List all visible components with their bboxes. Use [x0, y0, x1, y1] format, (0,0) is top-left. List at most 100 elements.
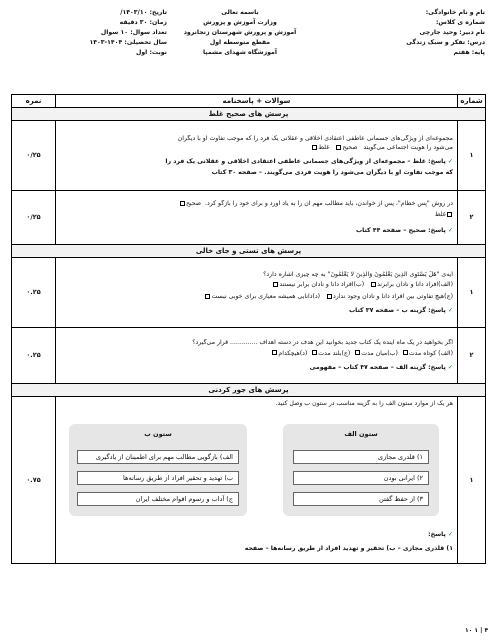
question-number: ۱ — [457, 120, 486, 191]
question-text: مجموعه‌ای از ویژگی‌های جسمانی عاطفی اعتق… — [177, 134, 453, 142]
answer-text: ✓پاسخ: گزینه الف – صفحه ۴۷ کتاب – مفهومی — [309, 364, 453, 372]
section-title: پرسش های جور کردنی — [11, 383, 486, 397]
option-c-checkbox[interactable] — [326, 293, 332, 299]
grade-level: پایه: هفتم — [453, 49, 485, 56]
question-text: اگر بخواهید در یک ماه آینده یک کتاب جدید… — [192, 338, 453, 346]
column-a-item-3[interactable]: ۳) از حفظ گفتن — [293, 491, 429, 506]
table-row: ۱ آیه‌ی "هَلْ یَسْتَوِی الَّذِینَ یَعْلَ… — [11, 257, 486, 328]
column-a-group: ستون الف ۱) قلدری مجازی ۲) ایرانی بودن ۳… — [283, 423, 439, 516]
question-text: هر یک از موارد ستون الف را به گزینه مناس… — [275, 400, 453, 407]
question-text-cont: می‌شود را هویت اجتماعی می‌گویند صحیح غلط — [60, 144, 453, 152]
option-c[interactable]: (ج)بلند مدت — [318, 349, 351, 357]
exam-duration: زمان: ۳۰ دقیقه — [119, 19, 167, 26]
true-checkbox[interactable] — [179, 200, 185, 206]
options-row: (الف)افراد دانا و نادان برابرند (ب)افراد… — [60, 281, 453, 289]
checkmark-icon: ✓ — [447, 158, 453, 165]
question-number: ۱ — [457, 257, 486, 328]
class-number-field[interactable]: شماره ی کلاس: — [435, 19, 485, 26]
false-checkbox[interactable] — [447, 211, 452, 217]
section-title: پرسش های تستی و جای خالی — [11, 244, 486, 258]
checkmark-icon: ✓ — [447, 306, 453, 314]
page-footer-mark: ۴ | ۱ ۱۰ — [465, 627, 489, 634]
question-text: در روش "پس خطام"، پس از خواندن، باید مطا… — [60, 200, 453, 208]
option-a-checkbox[interactable] — [402, 350, 408, 356]
district-name: آموزش و پرورش شهرستان زنجانرود — [183, 29, 297, 36]
question-score: ۰.۷۵ — [11, 396, 56, 564]
answer-text-cont: که موجب تفاوت او با دیگران می‌شود را هوی… — [211, 168, 453, 176]
answer-label: ✓پاسخ: — [428, 530, 453, 538]
true-checkbox[interactable] — [336, 144, 342, 150]
option-b-checkbox[interactable] — [273, 281, 279, 287]
teacher-name: نام دبیر: وحید جارچی — [419, 29, 485, 36]
question-score: ۰/۲۵ — [11, 190, 56, 245]
false-option-row: غلط — [60, 211, 453, 219]
column-a-title: ستون الف — [344, 429, 378, 438]
number-column-header: شماره — [457, 94, 486, 108]
exam-term: نوبت: اول — [135, 49, 167, 56]
question-text: آیه‌ی "هَلْ یَسْتَوِی الَّذِینَ یَعْلَمُ… — [263, 270, 453, 278]
question-content: آیه‌ی "هَلْ یَسْتَوِی الَّذِینَ یَعْلَمُ… — [55, 257, 458, 328]
checkmark-icon: ✓ — [447, 364, 453, 372]
section-multiple-choice: پرسش های تستی و جای خالی — [11, 244, 486, 258]
table-row: ۲ در روش "پس خطام"، پس از خواندن، باید م… — [11, 190, 486, 245]
table-row: ۱ مجموعه‌ای از ویژگی‌های جسمانی عاطفی اع… — [11, 120, 486, 191]
column-b-item-2[interactable]: ب) تهدید و تحقیر افراد از طریق رسانه‌ها — [77, 470, 239, 485]
section-true-false: پرسش های صحیح غلط — [11, 107, 486, 121]
options-row: (الف) کوتاه مدت (ب)میان مدت (ج)بلند مدت … — [60, 350, 453, 358]
question-content: در روش "پس خطام"، پس از خواندن، باید مطا… — [55, 190, 458, 245]
column-a-item-2[interactable]: ۲) ایرانی بودن — [293, 470, 429, 485]
exam-header: نام و نام خانوادگی: شماره ی کلاس: نام دب… — [11, 9, 485, 93]
options-row: (ج)هیچ تفاوتی بین افراد دانا و نادان وجو… — [60, 293, 453, 301]
option-b-checkbox[interactable] — [355, 350, 361, 356]
answer-text: ✓پاسخ: صحیح – صفحه ۴۴ کتاب — [355, 226, 453, 234]
student-name-field[interactable]: نام و نام خانوادگی: — [425, 9, 485, 16]
column-b-item-3[interactable]: ج) آداب و رسوم اقوام مختلف ایران — [77, 491, 239, 506]
table-row: ۲ اگر بخواهید در یک ماه آینده یک کتاب جد… — [11, 327, 486, 384]
section-title: پرسش های صحیح غلط — [11, 107, 486, 121]
true-option-label: صحیح — [342, 144, 358, 152]
header-student-info: نام و نام خانوادگی: شماره ی کلاس: نام دب… — [335, 9, 485, 59]
question-score: ۰.۲۵ — [11, 257, 56, 328]
false-option-label: غلط — [434, 211, 446, 219]
header-exam-info: تاریخ: ۱۴۰۳/۱۰/ زمان: ۳۰ دقیقه تعداد سوا… — [52, 9, 167, 59]
option-a-checkbox[interactable] — [371, 281, 377, 287]
question-content: اگر بخواهید در یک ماه آینده یک کتاب جدید… — [55, 327, 458, 384]
question-count: تعداد سوال: ۱۰ سوال — [100, 29, 167, 36]
column-b-group: ستون ب الف) بازگویی مطالب مهم برای اطمین… — [69, 423, 247, 516]
matching-area: ستون الف ۱) قلدری مجازی ۲) ایرانی بودن ۳… — [60, 408, 453, 560]
true-option-label: صحیح — [185, 200, 202, 208]
column-b-title: ستون ب — [144, 429, 172, 438]
questions-table: شماره سوالات + پاسخنامه نمره پرسش های صح… — [11, 94, 486, 564]
option-d-checkbox[interactable] — [272, 350, 278, 356]
header-school-info: باسمه تعالی وزارت آموزش و پرورش آموزش و … — [170, 9, 310, 59]
option-c[interactable]: (ج)هیچ تفاوتی بین افراد دانا و نادان وجو… — [332, 293, 453, 300]
option-b[interactable]: (ب)میان مدت — [361, 349, 398, 357]
option-c-checkbox[interactable] — [312, 350, 318, 356]
option-d-checkbox[interactable] — [205, 293, 211, 299]
school-level: مقطع متوسطه اول — [209, 39, 271, 46]
school-name: آموزشگاه شهدای مشمپا — [202, 49, 278, 56]
option-d[interactable]: (د)هیچکدام — [278, 349, 308, 357]
section-matching: پرسش های جور کردنی — [11, 383, 486, 397]
option-b[interactable]: (ب)افراد دانا و نادان برابر نیستند — [279, 281, 365, 289]
option-d[interactable]: (د)دانایی همیشه معیاری برای خوبی نیست — [211, 293, 321, 300]
answer-text: ۱) قلدری مجازی – ب) تحقیر و تهدید افراد … — [244, 544, 453, 552]
false-checkbox[interactable] — [312, 144, 318, 150]
checkmark-icon: ✓ — [447, 226, 453, 234]
option-a[interactable]: (الف)افراد دانا و نادان برابرند — [377, 281, 453, 289]
exam-page: نام و نام خانوادگی: شماره ی کلاس: نام دب… — [11, 9, 486, 564]
exam-date: تاریخ: ۱۴۰۳/۱۰/ — [120, 9, 167, 16]
column-a-item-1[interactable]: ۱) قلدری مجازی — [293, 449, 429, 464]
bismillah-text: باسمه تعالی — [221, 9, 259, 16]
questions-column-header: سوالات + پاسخنامه — [55, 94, 458, 108]
question-content: هر یک از موارد ستون الف را به گزینه مناس… — [55, 396, 458, 564]
ministry-name: وزارت آموزش و پرورش — [203, 19, 277, 26]
question-content: مجموعه‌ای از ویژگی‌های جسمانی عاطفی اعتق… — [55, 120, 458, 191]
question-number: ۱ — [457, 396, 486, 564]
question-score: ۰/۲۵ — [11, 120, 56, 191]
column-b-item-1[interactable]: الف) بازگویی مطالب مهم برای اطمینان از ی… — [77, 449, 239, 464]
option-a[interactable]: (الف) کوتاه مدت — [408, 349, 453, 357]
question-number: ۲ — [457, 190, 486, 245]
question-number: ۲ — [457, 327, 486, 384]
table-header-row: شماره سوالات + پاسخنامه نمره — [11, 94, 486, 108]
